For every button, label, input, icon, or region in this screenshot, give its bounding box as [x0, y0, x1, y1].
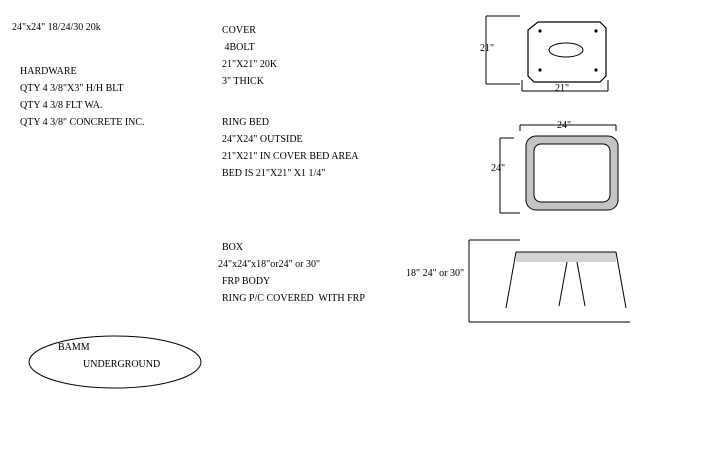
box-drawing	[468, 239, 630, 323]
drawing-title: 24"x24" 18/24/30 20k	[12, 22, 101, 33]
ring-bed-drawing	[499, 124, 619, 214]
hardware-line: QTY 4 3/8" CONCRETE INC.	[20, 117, 145, 128]
cover-drawing	[485, 15, 609, 92]
cover-line: 21"X21" 20K	[222, 59, 278, 70]
cover-dim-left: 21"	[480, 43, 495, 54]
box-line: 24"x24"x18"or24" or 30"	[218, 259, 321, 270]
ring-bed-line: 21"X21" IN COVER BED AREA	[222, 151, 359, 162]
cover-line: 3" THICK	[222, 76, 264, 87]
ring-bed-line: 24"X24" OUTSIDE	[222, 134, 303, 145]
ring-bed-dim-top: 24"	[557, 120, 572, 131]
box-line: FRP BODY	[222, 276, 271, 287]
ring-bed-dim-left: 24"	[491, 163, 506, 174]
cover-heading: COVER	[222, 25, 256, 36]
box-heading: BOX	[222, 242, 244, 253]
hardware-heading: HARDWARE	[20, 66, 77, 77]
box-line: RING P/C COVERED WITH FRP	[222, 293, 365, 304]
logo-ellipse	[28, 335, 202, 389]
cover-line: 4BOLT	[222, 42, 255, 53]
ring-bed-heading: RING BED	[222, 117, 269, 128]
hardware-line: QTY 4 3/8"X3" H/H BLT	[20, 83, 124, 94]
logo-text-bamm: BAMM	[58, 342, 90, 353]
box-dim-height: 18" 24" or 30"	[406, 268, 465, 279]
logo-text-underground: UNDERGROUND	[83, 359, 161, 370]
hardware-line: QTY 4 3/8 FLT WA.	[20, 100, 103, 111]
ring-bed-line: BED IS 21"X21" X1 1/4"	[222, 168, 326, 179]
cover-dim-bottom: 21"	[555, 83, 570, 94]
